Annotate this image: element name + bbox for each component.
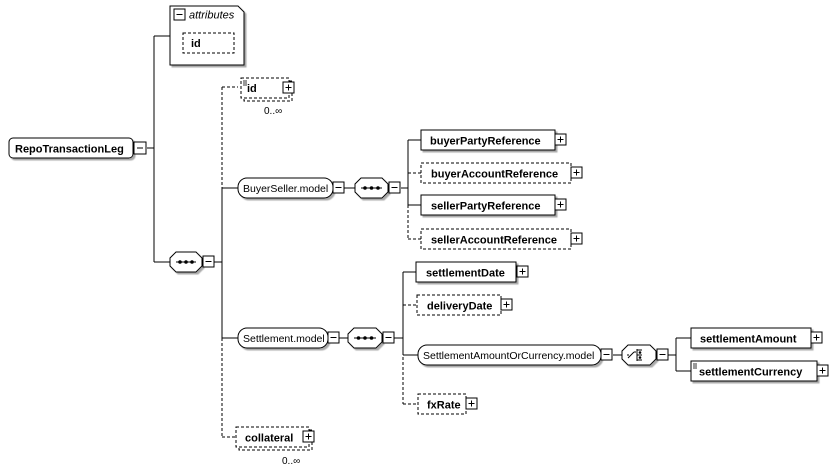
optional-connector-lines xyxy=(221,86,421,438)
settlement-amount-expand-button[interactable] xyxy=(810,331,823,344)
collateral-occurrence: 0..∞ xyxy=(282,456,300,467)
element-buyer-account-reference[interactable]: buyerAccountReference xyxy=(420,162,583,184)
buyerseller-model-group[interactable]: BuyerSeller.model xyxy=(237,177,334,199)
settlement-amount-or-currency-label: SettlementAmountOrCurrency.model xyxy=(423,350,594,362)
connector-lines xyxy=(147,35,691,372)
element-seller-party-reference[interactable]: sellerPartyReference xyxy=(420,194,567,216)
element-delivery-date[interactable]: deliveryDate xyxy=(416,294,513,316)
settlement-model-group[interactable]: Settlement.model xyxy=(237,327,329,349)
attributes-group: attributes id xyxy=(169,5,245,66)
attributes-title: attributes xyxy=(189,10,235,22)
settlement-currency-label: settlementCurrency xyxy=(699,367,803,379)
element-fx-rate[interactable]: fxRate xyxy=(417,393,478,415)
element-settlement-currency[interactable]: settlementCurrency xyxy=(690,360,829,382)
content-lines-icon xyxy=(243,80,247,86)
element-id-expand-button[interactable] xyxy=(282,81,295,94)
seller-account-reference-expand-button[interactable] xyxy=(570,232,583,245)
fx-rate-expand-button[interactable] xyxy=(465,397,478,410)
seller-account-reference-label: sellerAccountReference xyxy=(431,235,557,247)
buyer-party-reference-label: buyerPartyReference xyxy=(430,136,541,148)
main-sequence-collapse-button[interactable] xyxy=(202,255,215,268)
settlement-date-expand-button[interactable] xyxy=(516,265,529,278)
settlement-currency-expand-button[interactable] xyxy=(816,364,829,377)
delivery-date-label: deliveryDate xyxy=(427,301,492,313)
buyerseller-collapse-button[interactable] xyxy=(332,181,345,194)
settlement-collapse-button[interactable] xyxy=(327,331,340,344)
settlement-sequence-collapse-button[interactable] xyxy=(382,331,395,344)
element-settlement-amount[interactable]: settlementAmount xyxy=(690,327,823,349)
collateral-expand-button[interactable] xyxy=(302,430,315,443)
attribute-id[interactable]: id xyxy=(182,32,235,54)
choice-collapse-button[interactable] xyxy=(656,348,669,361)
choice-compositor[interactable] xyxy=(621,344,657,366)
element-seller-account-reference[interactable]: sellerAccountReference xyxy=(420,228,583,250)
element-id-label: id xyxy=(247,83,257,95)
element-id-occurrence: 0..∞ xyxy=(264,106,282,117)
element-buyer-party-reference[interactable]: buyerPartyReference xyxy=(420,129,567,151)
element-settlement-date[interactable]: settlementDate xyxy=(415,261,529,283)
attribute-id-label: id xyxy=(191,38,201,50)
buyerseller-sequence-collapse-button[interactable] xyxy=(388,181,401,194)
settlement-amount-label: settlementAmount xyxy=(700,334,797,346)
buyer-party-reference-expand-button[interactable] xyxy=(554,133,567,146)
settlement-model-label: Settlement.model xyxy=(243,333,325,345)
element-collateral[interactable]: collateral xyxy=(235,426,315,451)
settlement-amount-or-currency-collapse-button[interactable] xyxy=(600,348,613,361)
seller-party-reference-label: sellerPartyReference xyxy=(431,201,540,213)
attributes-collapse-button[interactable] xyxy=(173,8,186,21)
root-element[interactable]: RepoTransactionLeg xyxy=(8,137,134,159)
buyerseller-sequence-compositor[interactable] xyxy=(354,177,389,199)
fx-rate-label: fxRate xyxy=(427,400,461,412)
settlement-sequence-compositor[interactable] xyxy=(347,327,383,349)
root-collapse-button[interactable] xyxy=(133,141,147,155)
settlement-amount-or-currency-model-group[interactable]: SettlementAmountOrCurrency.model xyxy=(417,344,602,366)
buyer-account-reference-label: buyerAccountReference xyxy=(431,169,558,181)
delivery-date-expand-button[interactable] xyxy=(500,298,513,311)
seller-party-reference-expand-button[interactable] xyxy=(554,198,567,211)
main-sequence-compositor[interactable] xyxy=(169,251,203,273)
buyerseller-model-label: BuyerSeller.model xyxy=(243,183,328,195)
settlement-date-label: settlementDate xyxy=(426,268,505,280)
root-element-label: RepoTransactionLeg xyxy=(15,144,124,156)
content-lines-icon xyxy=(693,363,697,369)
buyer-account-reference-expand-button[interactable] xyxy=(570,166,583,179)
element-id[interactable]: id xyxy=(240,77,295,102)
collateral-label: collateral xyxy=(245,433,293,445)
choice-icon xyxy=(627,349,642,361)
